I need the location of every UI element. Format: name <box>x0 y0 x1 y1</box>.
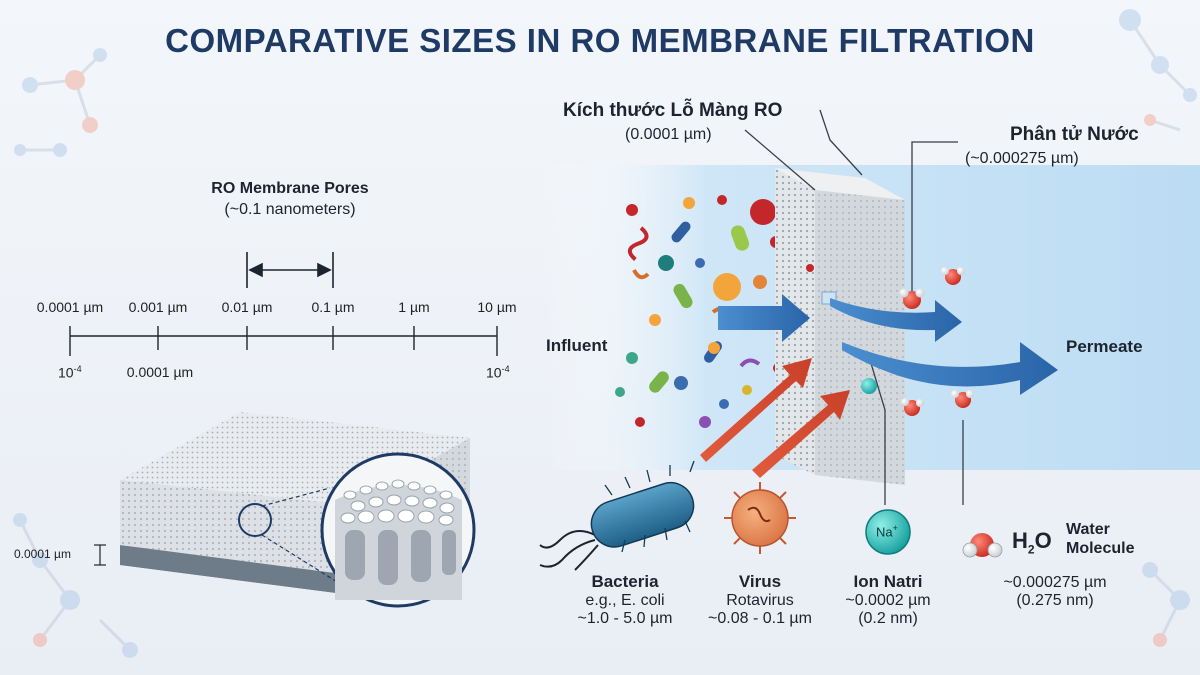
ion-name: Ion Natri <box>853 572 923 591</box>
tick-top-6: 10 µm <box>477 299 517 315</box>
page-title: COMPARATIVE SIZES IN RO MEMBRANE FILTRAT… <box>165 22 1035 59</box>
tick-bottom-right: 10-4 <box>486 364 510 381</box>
legend-ion: Ion Natri ~0.0002 µm (0.2 nm) <box>828 572 948 628</box>
water-name: Water Molecule <box>1066 521 1135 557</box>
water-molecule-title: Phân tử Nước <box>1010 124 1139 145</box>
tick-top-3: 0.01 µm <box>221 299 273 315</box>
permeate-arrows <box>830 298 1058 395</box>
influent-arrow <box>718 294 810 342</box>
bacteria-example: e.g., E. coli <box>585 592 665 609</box>
virus-illustration <box>724 482 796 554</box>
tick-top-1: 0.0001 µm <box>36 299 104 315</box>
water-size-nm: (0.275 nm) <box>1016 592 1094 609</box>
legend-virus: Virus Rotavirus ~0.08 - 0.1 µm <box>690 572 830 628</box>
bacteria-size: ~1.0 - 5.0 µm <box>577 610 673 627</box>
pores-subtitle: (~0.1 nanometers) <box>224 201 356 218</box>
bacteria-name: Bacteria <box>591 572 659 591</box>
water-molecule-value: (~0.000275 µm) <box>965 150 1079 167</box>
ion-size-nm: (0.2 nm) <box>858 610 918 627</box>
virus-size: ~0.08 - 0.1 µm <box>708 610 812 627</box>
background-molecules <box>13 9 1197 658</box>
water-formula: H2O <box>1012 528 1052 557</box>
pore-range-bracket <box>246 252 334 288</box>
legend-bacteria: Bacteria e.g., E. coli ~1.0 - 5.0 µm <box>560 572 690 628</box>
ion-symbol: Na+ <box>876 523 898 540</box>
ion-sodium-illustration <box>865 509 911 555</box>
pore-size-value: (0.0001 µm) <box>625 126 712 143</box>
size-scale <box>69 326 498 356</box>
water-molecule-illustration <box>962 533 1003 558</box>
legend-water: ~0.000275 µm (0.275 nm) <box>985 574 1125 610</box>
tick-bottom-left: 10-4 <box>58 364 82 381</box>
rejection-arrows <box>700 358 850 478</box>
membrane-block <box>94 412 476 608</box>
water-size: ~0.000275 µm <box>1003 574 1107 591</box>
tick-bottom-mid: 0.0001 µm <box>126 364 194 380</box>
callout-lines <box>744 109 964 505</box>
permeate-water-molecules <box>806 264 974 416</box>
virus-example: Rotavirus <box>726 592 794 609</box>
virus-name: Virus <box>738 572 782 591</box>
influent-label: Influent <box>546 336 608 355</box>
tick-top-4: 0.1 µm <box>311 299 355 315</box>
permeate-label: Permeate <box>1066 337 1143 356</box>
pores-title: RO Membrane Pores <box>211 180 369 197</box>
tick-top-2: 0.001 µm <box>128 299 188 315</box>
membrane-thickness-label: 0.0001 µm <box>14 547 71 561</box>
tick-top-5: 1 µm <box>398 299 430 315</box>
pore-size-title: Kích thước Lỗ Màng RO <box>563 100 783 121</box>
bacteria-illustration <box>539 460 695 571</box>
ion-size: ~0.0002 µm <box>845 592 931 609</box>
